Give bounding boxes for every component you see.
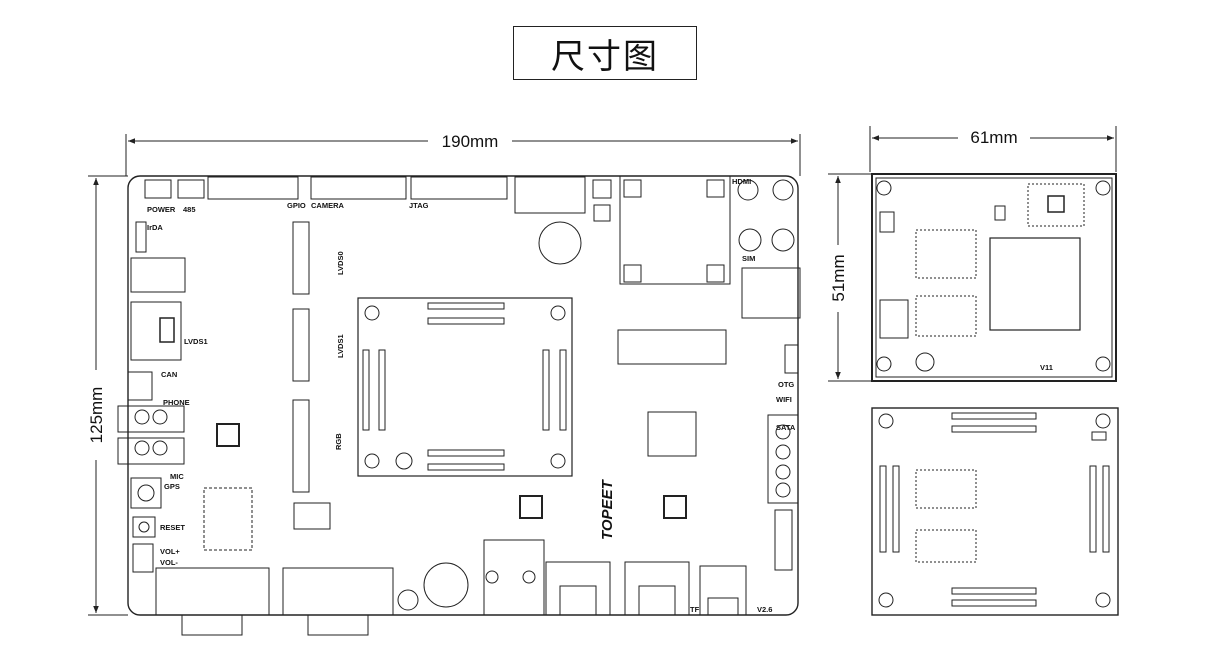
label-gps: GPS: [164, 482, 180, 491]
carrier-board: [117, 175, 801, 636]
label-irda: IrDA: [147, 223, 163, 232]
label-vol-down: VOL-: [160, 558, 178, 567]
label-wifi: WIFI: [776, 395, 792, 404]
brand-logo-text: TOPEET: [599, 478, 616, 540]
label-phone: PHONE: [163, 398, 190, 407]
label-can: CAN: [161, 370, 177, 379]
height-label-main: 125mm: [87, 387, 106, 444]
label-mic: MIC: [170, 472, 184, 481]
core-board-bottom: [871, 407, 1119, 616]
label-hdmi: HDMI: [732, 177, 751, 186]
label-jtag: JTAG: [409, 201, 429, 210]
height-label-core: 51mm: [829, 254, 848, 301]
label-485: 485: [183, 205, 196, 214]
width-label-main: 190mm: [442, 132, 499, 151]
page-title: 尺寸图: [513, 26, 697, 80]
dimension-width-core: [869, 126, 1117, 172]
board-labels: POWER 485 IrDA GPIO CAMERA JTAG HDMI SIM…: [147, 177, 796, 614]
label-sim: SIM: [742, 254, 755, 263]
label-tf: TF: [690, 605, 700, 614]
label-lvds0: LVDS0: [336, 251, 345, 275]
label-rgb: RGB: [334, 433, 343, 450]
label-version: V2.6: [757, 605, 772, 614]
label-camera: CAMERA: [311, 201, 344, 210]
label-lvds1-vertical: LVDS1: [336, 334, 345, 358]
label-gpio: GPIO: [287, 201, 306, 210]
label-otg: OTG: [778, 380, 794, 389]
dimension-width-main: [125, 134, 801, 176]
dimension-height-core: [828, 173, 872, 382]
label-power: POWER: [147, 205, 176, 214]
label-sata: SATA: [776, 423, 796, 432]
label-vol-up: VOL+: [160, 547, 180, 556]
dimension-height-main: [88, 175, 128, 616]
label-reset: RESET: [160, 523, 185, 532]
width-label-core: 61mm: [970, 128, 1017, 147]
core-board-top: [871, 173, 1117, 382]
label-core-version: V11: [1040, 363, 1053, 372]
label-lvds1: LVDS1: [184, 337, 208, 346]
